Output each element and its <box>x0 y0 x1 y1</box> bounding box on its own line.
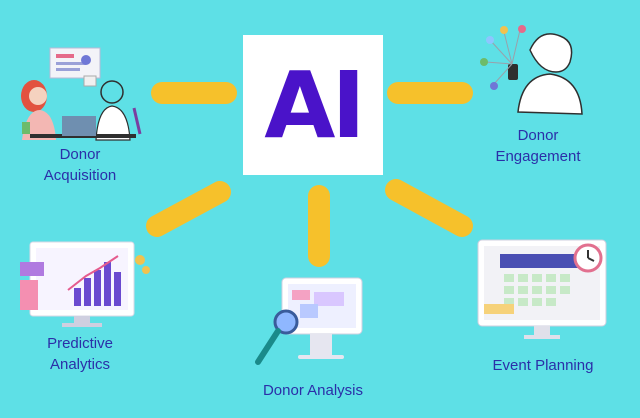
engagement-label-line2: Engagement <box>495 148 581 165</box>
connector-predictive <box>146 181 231 237</box>
engagement-label-line1: Donor <box>517 127 559 144</box>
connector-events <box>385 179 473 237</box>
analysis-illustration <box>255 277 363 365</box>
predictive-label-line1: Predictive <box>47 335 113 352</box>
acquisition-label: Donor Acquisition <box>35 144 125 186</box>
events-illustration <box>477 239 607 339</box>
engagement-illustration <box>480 25 583 115</box>
connectors <box>146 82 473 267</box>
predictive-illustration <box>20 241 150 327</box>
events-label: Event Planning <box>480 355 606 376</box>
predictive-label-line2: Analytics <box>49 356 111 373</box>
ai-center-label: AI <box>264 51 365 159</box>
acquisition-illustration <box>21 47 142 141</box>
acquisition-label-line2: Acquisition <box>43 167 117 184</box>
analysis-label-line1: Donor Analysis <box>262 382 364 399</box>
events-label-line1: Event Planning <box>492 357 594 374</box>
acquisition-label-line1: Donor <box>59 146 101 163</box>
engagement-label: Donor Engagement <box>478 125 598 167</box>
ai-center-box: AI <box>243 35 383 175</box>
analysis-label: Donor Analysis <box>248 380 378 401</box>
predictive-label: Predictive Analytics <box>30 333 130 375</box>
